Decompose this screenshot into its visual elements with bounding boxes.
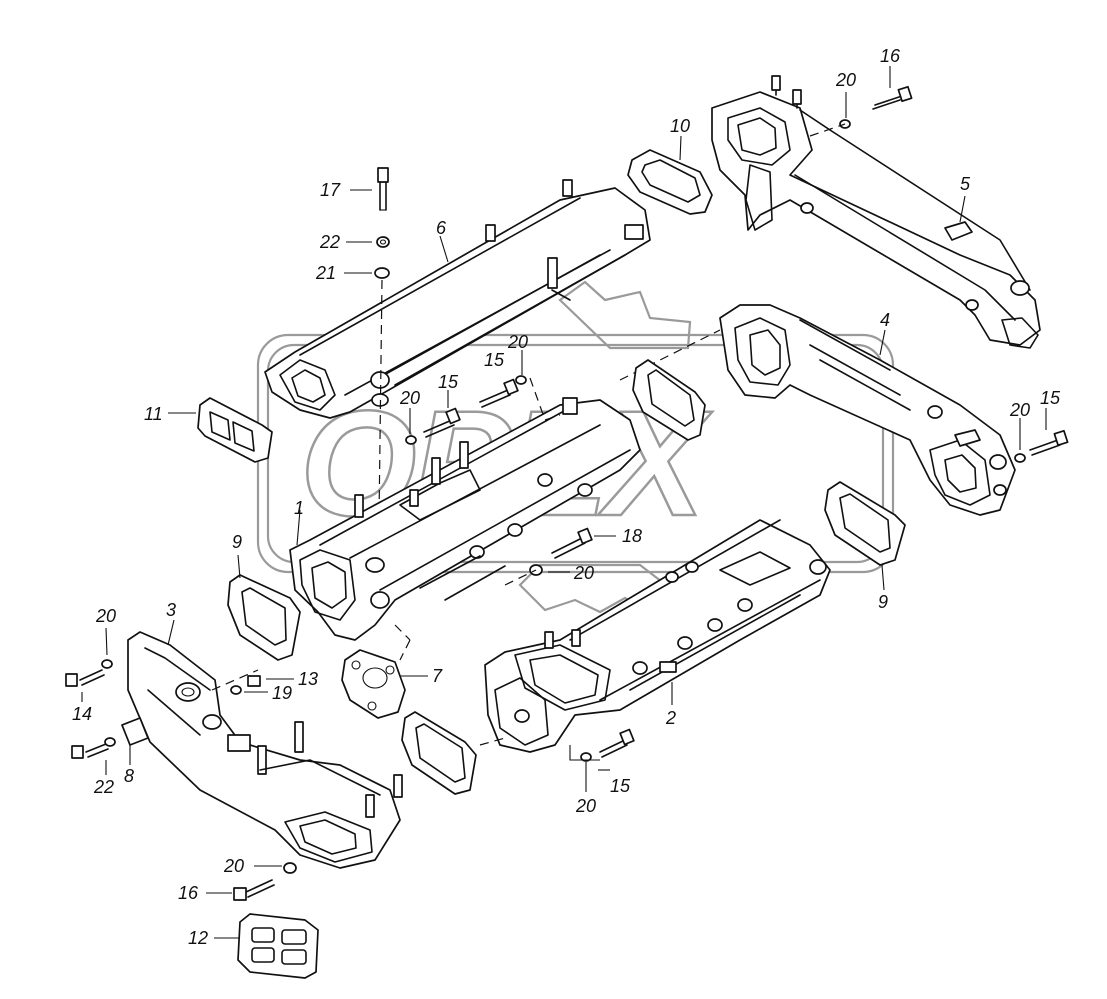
callout-20: 20 (507, 332, 528, 352)
callout-15: 15 (484, 350, 505, 370)
callout-20: 20 (575, 796, 596, 816)
callout-15: 15 (610, 776, 631, 796)
callout-22: 22 (319, 232, 340, 252)
callout-6: 6 (436, 218, 447, 238)
bolt-14 (65, 669, 105, 687)
callout-1: 1 (294, 498, 304, 518)
callout-20: 20 (573, 563, 594, 583)
part-8-bracket (121, 717, 149, 746)
part-7-gasket (341, 649, 406, 719)
bolt-18 (551, 527, 593, 559)
callout-9: 9 (232, 532, 242, 552)
callout-20: 20 (835, 70, 856, 90)
washer-20-right (1014, 453, 1026, 463)
bolt-14-lower (71, 743, 109, 759)
washer-20-lower (580, 752, 592, 762)
washer-20-mid-a (515, 375, 527, 385)
bolt-16-lower (233, 879, 275, 901)
part-9-gasket-mid (632, 359, 706, 441)
part-1-manifold (289, 397, 641, 641)
part-10-gasket (627, 149, 713, 215)
washer-20-mid-b (405, 435, 417, 445)
callout-20: 20 (223, 856, 244, 876)
part-2-manifold (484, 519, 831, 753)
callout-10: 10 (670, 116, 690, 136)
callout-11: 11 (144, 404, 163, 424)
callout-9: 9 (878, 592, 888, 612)
washer-20-left (101, 659, 113, 669)
part-12-plug (237, 913, 319, 979)
callout-12: 12 (188, 928, 208, 948)
callout-16: 16 (880, 46, 901, 66)
callout-18: 18 (622, 526, 642, 546)
bolt-15-lower (599, 728, 635, 758)
bolt-16-top (872, 85, 913, 110)
callout-17: 17 (320, 180, 341, 200)
callout-7: 7 (432, 666, 443, 686)
part-11-plug (197, 397, 273, 463)
washer-20-lower-left (283, 862, 297, 874)
callout-labels: 16 20 10 5 17 6 22 21 4 15 20 15 11 20 2… (72, 46, 1061, 948)
part-9-gasket-left (227, 574, 301, 661)
callout-20: 20 (1009, 400, 1030, 420)
washer-22-top (376, 236, 390, 248)
part-6-pipe (264, 179, 651, 419)
callout-4: 4 (880, 310, 890, 330)
callout-22: 22 (93, 777, 114, 797)
bolt-17 (377, 167, 389, 211)
callout-16: 16 (178, 883, 199, 903)
callout-19: 19 (272, 683, 292, 703)
bolt-15-mid-b (423, 407, 461, 438)
callout-5: 5 (960, 174, 971, 194)
gasket-lower-mid (401, 711, 477, 795)
part-3-manifold (127, 631, 403, 869)
bolt-15-mid-a (479, 378, 519, 408)
washer-22-lower (104, 737, 116, 747)
callout-15: 15 (438, 372, 459, 392)
callout-21: 21 (315, 263, 336, 283)
callout-20: 20 (399, 388, 420, 408)
callout-2: 2 (665, 708, 676, 728)
callout-14: 14 (72, 704, 92, 724)
bolt-15-right (1029, 429, 1069, 456)
part-5-pipe (711, 75, 1041, 349)
callout-13: 13 (298, 669, 318, 689)
callout-3: 3 (166, 600, 176, 620)
washer-21 (374, 267, 390, 279)
part-9-gasket-right (824, 481, 906, 566)
callout-15: 15 (1040, 388, 1061, 408)
leader-lines (81, 66, 1047, 939)
washer-19 (230, 685, 242, 695)
callout-8: 8 (124, 766, 134, 786)
bolt-13 (247, 675, 261, 687)
callout-20: 20 (95, 606, 116, 626)
part-4-manifold (719, 304, 1016, 516)
